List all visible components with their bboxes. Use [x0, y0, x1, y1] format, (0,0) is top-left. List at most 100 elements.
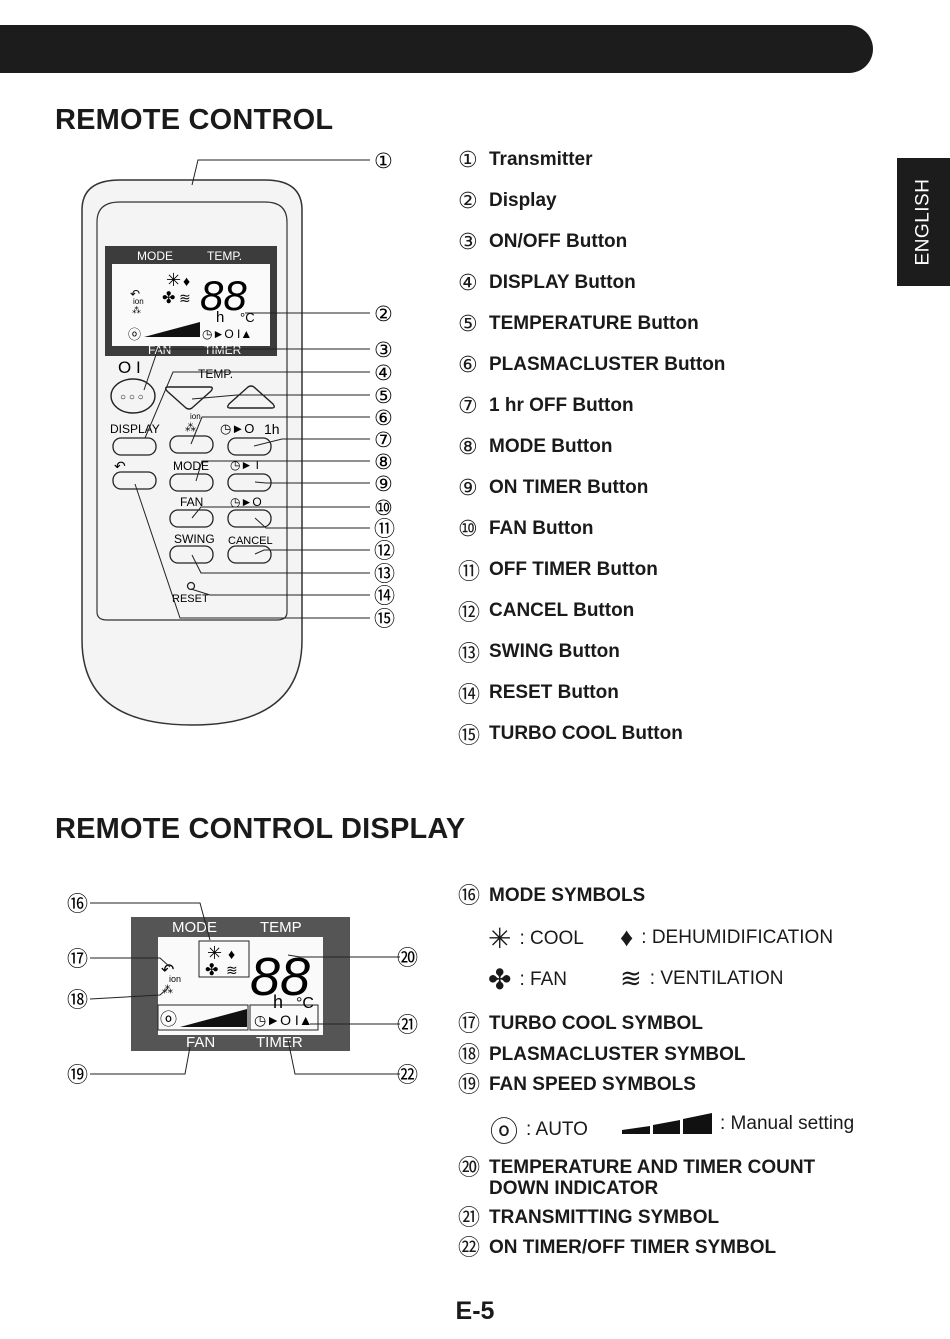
temp-button-label: TEMP.: [198, 367, 233, 381]
lcd-mode-label: MODE: [137, 249, 173, 263]
lcd-cool-icon: ✳: [166, 270, 181, 290]
section-title-remote-control-display: REMOTE CONTROL DISPLAY: [55, 813, 466, 845]
svg-text:③: ③: [374, 339, 393, 362]
auto-fan-icon: ⓞ: [490, 1116, 519, 1147]
symbol-auto: ⓞ : AUTO: [490, 1110, 588, 1150]
callout-19: ⑲: [67, 1064, 88, 1087]
callout-18: ⑱: [67, 989, 88, 1012]
svg-text:⁂: ⁂: [185, 422, 196, 434]
lcd-c-label: °C: [240, 310, 255, 325]
disp-temp-label: TEMP: [260, 919, 302, 936]
lcd-timer-icons: ◷►O I▲: [202, 327, 252, 341]
language-tab-label: ENGLISH: [912, 178, 934, 266]
droplet-icon: ♦: [620, 922, 634, 952]
lcd-fan-label: FAN: [148, 343, 171, 357]
display-button: [112, 437, 157, 456]
lcd-ion-label: ion: [133, 297, 144, 306]
svg-text:⁂: ⁂: [162, 984, 173, 996]
display-button-label: DISPLAY: [110, 422, 160, 436]
disp-h-label: h: [273, 992, 283, 1012]
section-title-remote-control: REMOTE CONTROL: [55, 104, 334, 136]
off-timer-button: [227, 509, 272, 528]
svg-text:②: ②: [374, 303, 393, 326]
disp-timer-label: TIMER: [256, 1034, 303, 1051]
svg-text:⑪: ⑪: [374, 518, 395, 541]
plasmacluster-button: [169, 435, 214, 454]
disp-fan-label: FAN: [186, 1034, 215, 1051]
disp-mode-label: MODE: [172, 919, 217, 936]
svg-text:◷►O I▲: ◷►O I▲: [254, 1012, 313, 1028]
reset-button-label: RESET: [172, 593, 209, 605]
cancel-button: [227, 545, 272, 564]
lcd-timer-label: TIMER: [204, 343, 242, 357]
header-bar: [0, 25, 873, 73]
fan-icon: ✤: [488, 964, 512, 995]
page-number: E-5: [455, 1297, 495, 1325]
callout-17: ⑰: [67, 948, 88, 971]
symbol-manual: : Manual setting: [622, 1112, 854, 1136]
callout-20: ⑳: [397, 947, 418, 970]
symbol-fan: ✤ : FAN: [488, 964, 567, 995]
remote-callouts: ① ② ③ ④ ⑤ ⑥ ⑦ ⑧ ⑨ ⑩ ⑪ ⑫ ⑬ ⑭ ⑮: [374, 150, 395, 631]
turbo-cool-button: [112, 471, 157, 490]
1hr-off-button: [227, 437, 272, 456]
symbol-ventilation: ≋ : VENTILATION: [620, 963, 784, 993]
mode-button: [169, 473, 214, 492]
symbol-cool: ✳ : COOL: [488, 923, 584, 954]
callout-22: ㉒: [397, 1064, 418, 1087]
svg-text:✳: ✳: [207, 943, 222, 963]
ion-label: ion: [190, 412, 201, 421]
svg-text:④: ④: [374, 362, 393, 385]
fan-speed-bars-icon: [622, 1113, 712, 1134]
callout-21: ㉑: [397, 1014, 418, 1037]
svg-text:✤: ✤: [205, 962, 218, 979]
lcd-vent-icon: ≋: [179, 290, 191, 306]
svg-text:◷► I: ◷► I: [230, 458, 259, 472]
snowflake-icon: ✳: [488, 923, 512, 954]
swing-button-label: SWING: [174, 532, 215, 546]
lcd-fan-icon: ✤: [162, 290, 175, 307]
symbol-dehumidification: ♦ : DEHUMIDIFICATION: [620, 922, 834, 952]
mode-button-label: MODE: [173, 459, 209, 473]
disp-ion-label: ion: [169, 974, 181, 984]
svg-text:⑫: ⑫: [374, 540, 395, 563]
ventilation-icon: ≋: [620, 963, 642, 993]
svg-text:⑬: ⑬: [374, 563, 395, 586]
svg-text:⑨: ⑨: [374, 473, 393, 496]
fan-button: [169, 509, 214, 528]
lcd-fan-speed-bar: [144, 322, 200, 337]
svg-text:⑭: ⑭: [374, 585, 395, 608]
lcd-temp-label: TEMP.: [207, 249, 242, 263]
temp-up-button: [227, 385, 275, 409]
onoff-button: [110, 378, 156, 414]
lcd-digits: 88: [200, 272, 247, 319]
svg-text:①: ①: [374, 150, 393, 173]
svg-text:○ ○ ○: ○ ○ ○: [120, 392, 144, 403]
swing-button: [169, 545, 214, 564]
svg-text:⑮: ⑮: [374, 608, 395, 631]
svg-text:⑦: ⑦: [374, 429, 393, 452]
display-diagram: MODE TEMP 88 ✳ ♦ ✤ ≋ ↶ ion ⁂ ⓞ h °C ◷►O …: [67, 893, 418, 1087]
lcd-turbo-icon: ↶: [130, 287, 140, 301]
svg-text:ⓞ: ⓞ: [160, 1010, 177, 1029]
remote-control-diagram: MODE TEMP. 88 ✳ ♦ ✤ ≋ ↶ ion ⁂ ⓞ h °C ◷►O…: [81, 150, 395, 726]
disp-c-label: °C: [296, 995, 314, 1012]
